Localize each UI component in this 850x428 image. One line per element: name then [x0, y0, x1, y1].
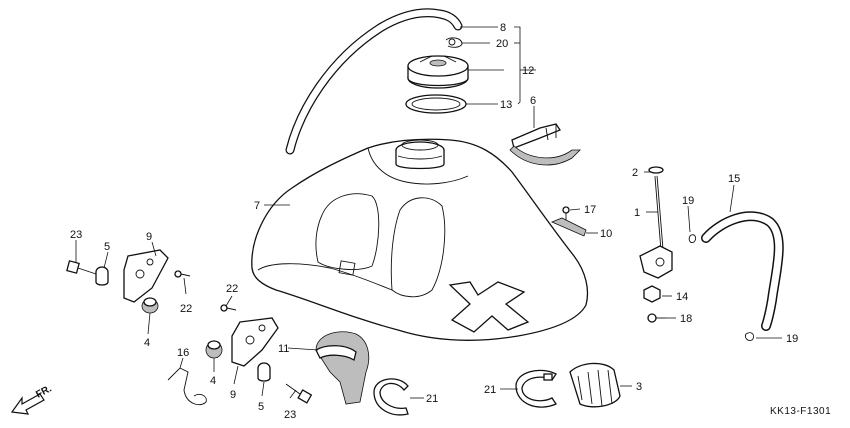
label-1: 1 [634, 207, 640, 219]
label-22-left: 22 [180, 303, 192, 315]
pad-screw [562, 206, 570, 222]
label-9-center: 9 [230, 389, 236, 401]
label-5-left: 5 [104, 241, 110, 253]
front-direction-arrow: FR. [10, 383, 54, 415]
fuel-hose [701, 211, 784, 331]
label-23-left: 23 [70, 229, 82, 241]
fuel-valve-rod [654, 175, 664, 251]
label-13: 13 [500, 99, 512, 111]
label-5-center: 5 [258, 401, 264, 413]
center-collar [257, 362, 271, 382]
label-8: 8 [500, 22, 506, 34]
label-22-center: 22 [226, 283, 238, 295]
label-10: 10 [600, 228, 612, 240]
valve-nut [643, 285, 661, 303]
center-long-bolt [285, 383, 313, 404]
label-19-lower: 19 [786, 333, 798, 345]
cap-gasket [405, 94, 467, 114]
hose-clip-upper [688, 234, 697, 243]
front-direction-label: FR. [34, 383, 54, 400]
tank-band [509, 123, 581, 166]
fuel-cap [407, 55, 469, 89]
clamp-ring-a [373, 378, 409, 416]
left-bolt [66, 260, 97, 275]
valve-washer [648, 166, 664, 174]
left-small-bolt [174, 270, 191, 278]
left-collar [95, 266, 109, 286]
breather-tube [285, 8, 463, 155]
label-16: 16 [177, 347, 189, 359]
center-small-bolt [220, 304, 237, 312]
left-grommet [141, 297, 159, 314]
label-9-left: 9 [146, 231, 152, 243]
label-4-left: 4 [144, 337, 150, 349]
left-mount-bracket [123, 249, 169, 303]
label-12: 12 [522, 65, 534, 77]
label-20: 20 [496, 38, 508, 50]
diagram-code: KK13-F1301 [770, 406, 831, 417]
label-21-left: 21 [426, 393, 438, 405]
leader-lines [75, 26, 782, 399]
tank-pad [550, 217, 587, 237]
center-grommet [205, 340, 223, 359]
label-17: 17 [584, 204, 596, 216]
hose-clip-lower [745, 332, 755, 341]
part-labels: 8 20 12 13 6 7 9 5 23 4 22 22 11 16 4 9 … [70, 22, 798, 421]
center-mount-bracket [231, 317, 279, 367]
label-15: 15 [728, 173, 740, 185]
valve-screw [647, 313, 666, 323]
heat-guard [315, 331, 370, 405]
label-4-center: 4 [210, 375, 216, 387]
label-11: 11 [278, 343, 289, 355]
label-23-center: 23 [284, 409, 296, 421]
label-7: 7 [254, 200, 260, 212]
spring-hook [167, 367, 207, 406]
label-3: 3 [636, 381, 642, 393]
label-2: 2 [632, 167, 638, 179]
fuel-valve-body [639, 245, 673, 279]
label-18: 18 [680, 313, 692, 325]
fuel-tank [251, 138, 589, 341]
rubber-boot [569, 362, 621, 408]
clamp-ring-b [515, 369, 557, 408]
label-19-upper: 19 [682, 195, 694, 207]
tube-clip [445, 37, 463, 48]
label-14: 14 [676, 291, 688, 303]
label-21-right: 21 [484, 384, 496, 396]
label-6: 6 [530, 95, 536, 107]
